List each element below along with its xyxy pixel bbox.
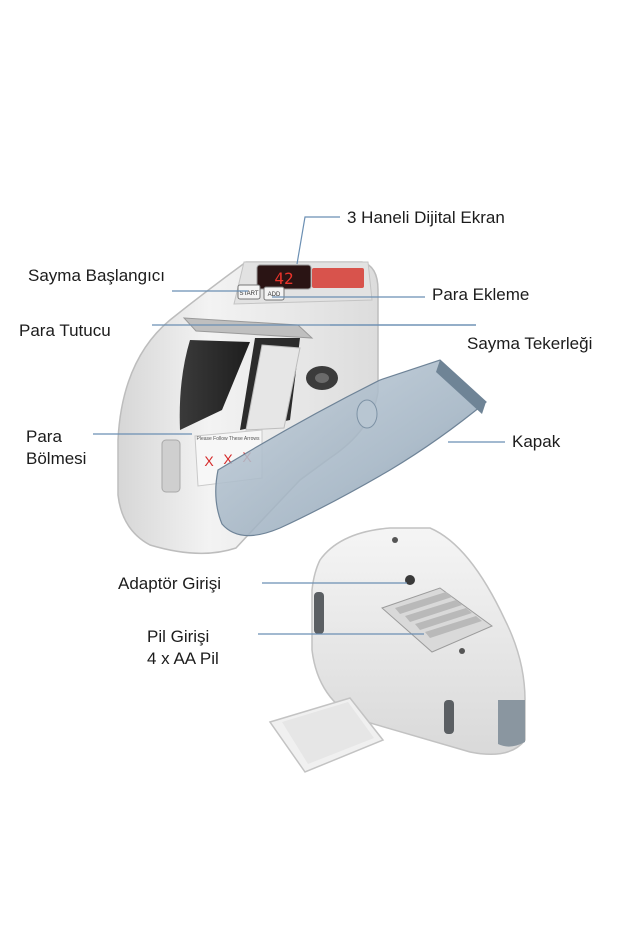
label-money-compartment: Para Bölmesi bbox=[26, 426, 86, 470]
money-holder-plate bbox=[182, 317, 314, 339]
battery-base bbox=[311, 527, 526, 755]
start-button[interactable] bbox=[237, 284, 261, 300]
hinge bbox=[161, 439, 181, 493]
label-battery-input: Pil Girişi 4 x AA Pil bbox=[147, 626, 219, 670]
label-adapter-input: Adaptör Girişi bbox=[118, 574, 221, 593]
bill-counter: 42 START ADD Please Follow These Arrows … bbox=[117, 261, 487, 555]
battery-slot-3 bbox=[415, 608, 472, 630]
base-housing bbox=[311, 527, 526, 755]
screw-hole-top bbox=[392, 537, 398, 543]
inner-slot bbox=[179, 340, 250, 430]
left-grip bbox=[314, 592, 324, 634]
label-money-add: Para Ekleme bbox=[432, 285, 530, 304]
display-bezel bbox=[312, 268, 364, 288]
translucent-cover bbox=[215, 359, 487, 537]
start-button-label: START bbox=[239, 291, 258, 297]
label-digital-display: 3 Haneli Dijital Ekran bbox=[347, 208, 505, 227]
inner-plate bbox=[245, 344, 301, 431]
display-digits: 42 bbox=[274, 269, 293, 288]
arrow-mark-2: X bbox=[223, 451, 233, 467]
battery-lid-inner bbox=[282, 702, 374, 764]
label-cover: Kapak bbox=[512, 432, 561, 451]
label-battery-input-line-1: Pil Girişi bbox=[147, 627, 210, 646]
battery-slot-1 bbox=[395, 592, 452, 614]
label-money-compartment-line-2: Bölmesi bbox=[26, 449, 87, 468]
screw-hole-bottom bbox=[459, 648, 465, 654]
base-end-cap bbox=[498, 700, 525, 747]
adapter-port bbox=[405, 575, 415, 585]
label-count-start: Sayma Başlangıcı bbox=[28, 266, 166, 285]
leader-display bbox=[296, 216, 340, 265]
leader-lines bbox=[93, 216, 505, 635]
battery-slot-2 bbox=[405, 600, 462, 622]
label-battery-input-line-2: 4 x AA Pil bbox=[147, 649, 219, 668]
battery-slot-4 bbox=[425, 616, 482, 638]
label-money-compartment-line-1: Para bbox=[26, 427, 62, 446]
arrow-mark-1: X bbox=[204, 453, 214, 469]
counting-wheel-hub bbox=[315, 373, 329, 383]
cover-edge bbox=[436, 360, 486, 414]
card-text: Please Follow These Arrows bbox=[197, 436, 260, 442]
add-button-label: ADD bbox=[268, 292, 281, 298]
cover-knob bbox=[356, 399, 378, 429]
label-counting-wheel: Sayma Tekerleği bbox=[467, 334, 593, 353]
label-money-holder: Para Tutucu bbox=[19, 321, 111, 340]
right-grip bbox=[444, 700, 454, 734]
